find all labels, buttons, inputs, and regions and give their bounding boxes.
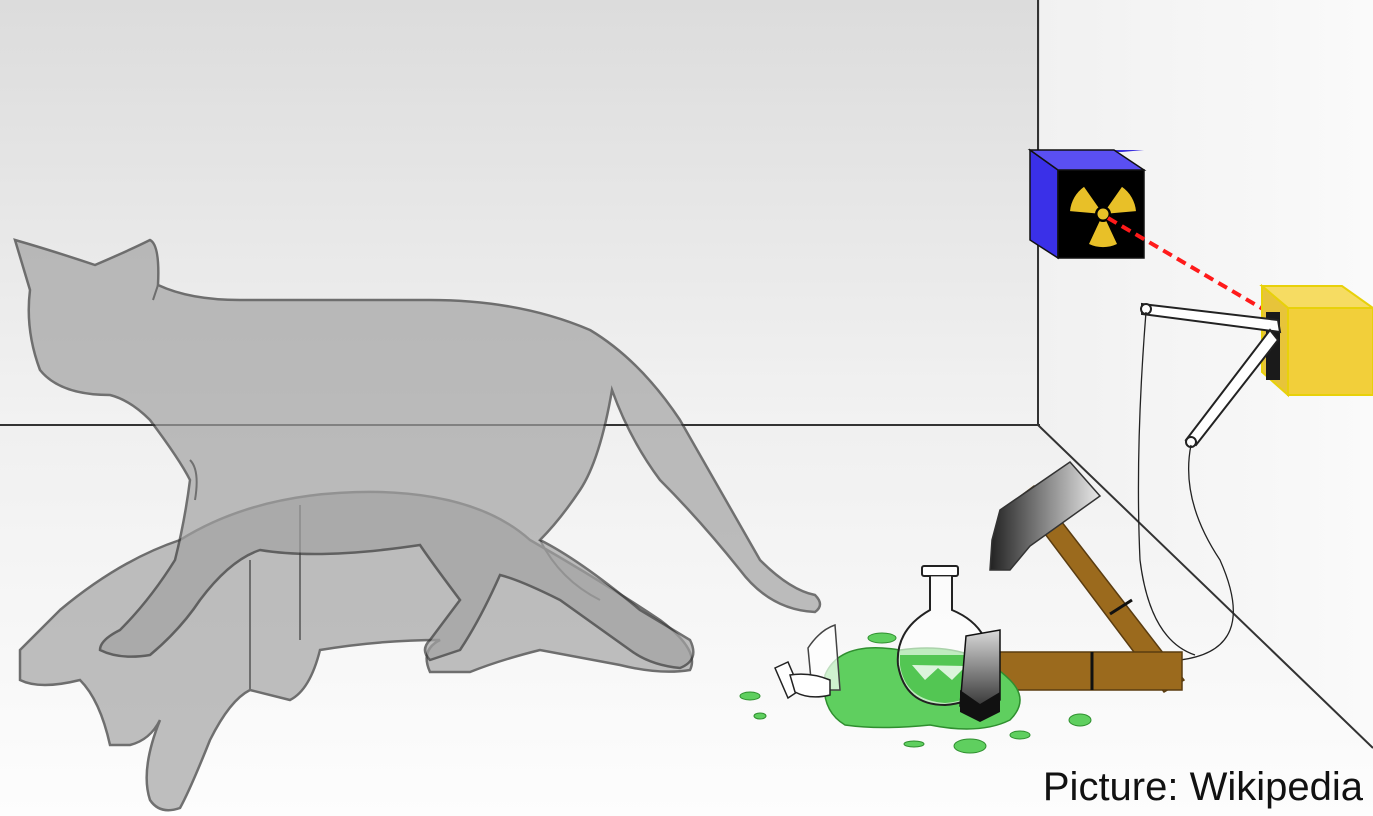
cat-standing <box>13 238 822 670</box>
trigger-lever <box>1137 302 1282 661</box>
plunger-block <box>959 629 1001 722</box>
broken-glass <box>774 623 841 700</box>
image-credit: Picture: Wikipedia <box>1042 765 1363 809</box>
radiation-icon <box>1070 186 1136 248</box>
floor-side-edge <box>1037 424 1373 749</box>
hammer-head <box>989 461 1102 571</box>
hammer <box>984 461 1186 693</box>
radioactive-source <box>1027 148 1147 260</box>
